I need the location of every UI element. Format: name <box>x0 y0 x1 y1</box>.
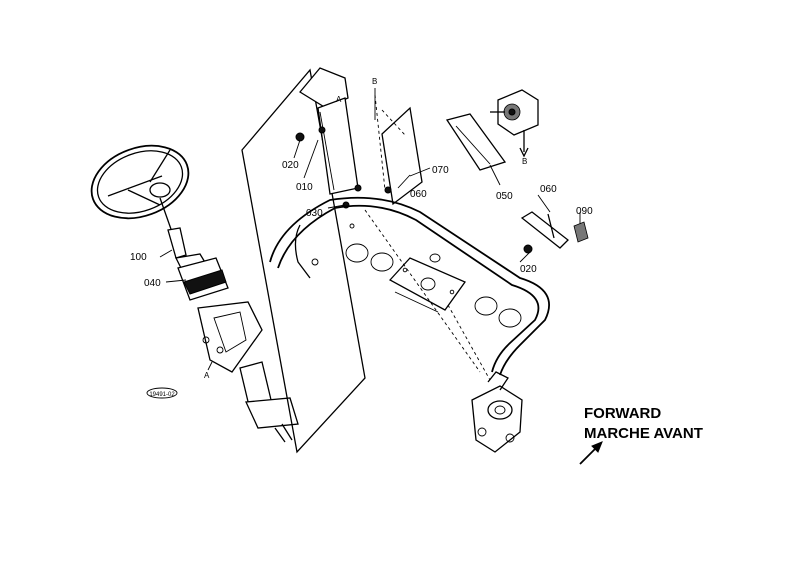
part-label-100: 100 <box>130 252 147 263</box>
view-marker-b-top: B <box>372 77 377 86</box>
drawing-reference-text: 19491-02 <box>149 392 175 398</box>
part-label-020-right: 020 <box>520 264 537 275</box>
view-marker-a-lower: A <box>204 371 210 380</box>
part-label-070: 070 <box>432 165 449 176</box>
bracket-080[interactable] <box>520 194 589 254</box>
part-label-060-right: 060 <box>540 184 557 195</box>
part-label-050: 050 <box>496 191 513 202</box>
instrument-cowl[interactable] <box>269 196 550 376</box>
part-label-030: 030 <box>306 208 323 219</box>
part-label-090: 090 <box>576 206 593 217</box>
direction-line1: FORWARD <box>584 405 661 422</box>
view-marker-a-top: A <box>336 95 342 104</box>
direction-indicator: FORWARD MARCHE AVANT <box>579 405 703 465</box>
mounting-plate[interactable] <box>388 257 466 313</box>
switch-bracket[interactable] <box>445 89 539 171</box>
view-marker-b-right: B <box>522 157 527 166</box>
steering-column[interactable] <box>167 227 299 443</box>
steering-valve-unit[interactable] <box>364 209 523 453</box>
part-label-060-mid: 060 <box>410 189 427 200</box>
drawing-reference: 19491-02 <box>146 387 178 399</box>
steering-wheel[interactable] <box>81 133 198 233</box>
direction-line2: MARCHE AVANT <box>584 425 703 442</box>
part-label-020-top: 020 <box>282 160 299 171</box>
forward-arrow-icon <box>579 441 603 465</box>
support-bracket[interactable] <box>295 67 359 195</box>
part-label-010: 010 <box>296 182 313 193</box>
part-label-040: 040 <box>144 278 161 289</box>
leader-lines <box>159 88 531 371</box>
